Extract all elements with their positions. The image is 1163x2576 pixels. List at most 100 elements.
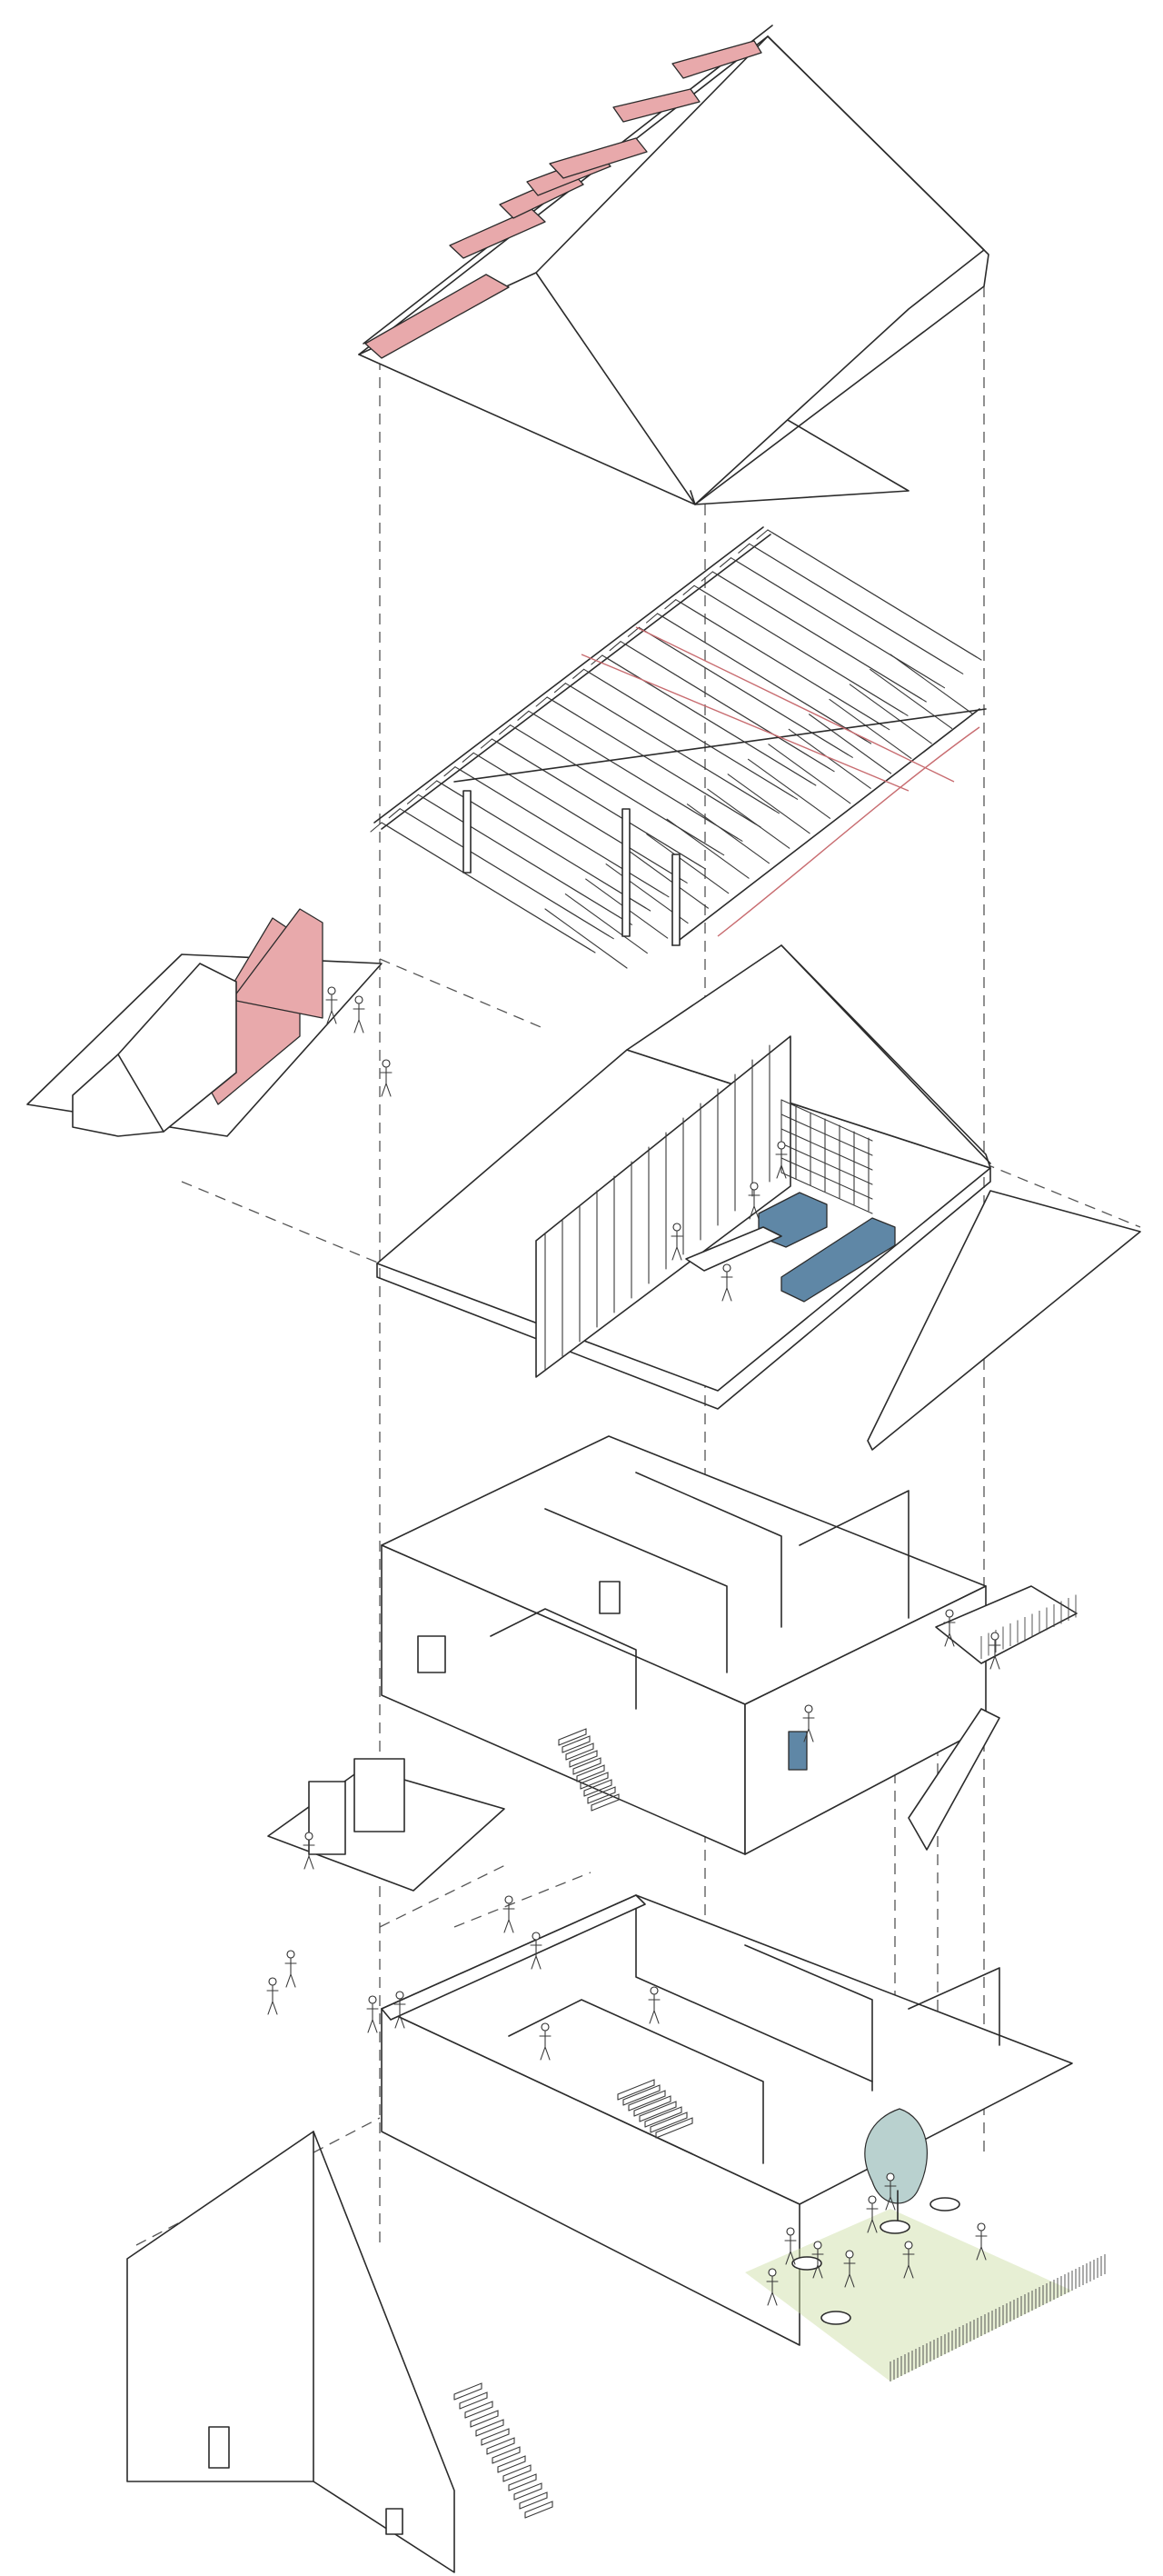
rafter (642, 629, 853, 758)
skylight-2 (449, 208, 546, 259)
person-body (266, 1984, 279, 2015)
stair-step (565, 1742, 594, 1761)
stair-step (580, 1772, 609, 1790)
first-floor-blue-block (788, 1731, 808, 1771)
kitchen-block-2 (780, 1217, 896, 1303)
person-body (721, 1271, 733, 1302)
garden-area (745, 2209, 1072, 2381)
person-body (989, 1639, 1001, 1670)
shelf-row (780, 1099, 873, 1142)
rafter-lower (727, 774, 810, 834)
rafter (441, 783, 651, 912)
rafter (680, 602, 890, 731)
rafter-stub (406, 794, 420, 804)
rafter (385, 824, 596, 954)
rafter-stub (646, 613, 659, 624)
pink-wall-2 (231, 908, 323, 1019)
stair-step (650, 2112, 688, 2133)
stair-step (591, 1793, 620, 1812)
stair-step (569, 1750, 598, 1768)
rafter-stub (701, 571, 713, 582)
stair-step (497, 2455, 526, 2473)
stair-step (576, 1764, 605, 1782)
stair-step (486, 2437, 515, 2455)
person-body (802, 1712, 815, 1742)
person-head (977, 2222, 986, 2232)
rafter-lower (747, 758, 831, 819)
person-head (868, 2195, 877, 2204)
stair-step (524, 2501, 553, 2519)
person-head (750, 1182, 759, 1191)
person-head (672, 1223, 681, 1232)
skylight-7 (671, 40, 762, 79)
rafter (551, 699, 761, 828)
person-body (353, 1003, 365, 1033)
person-head (268, 1977, 277, 1986)
stair-step (583, 1779, 612, 1797)
rafter-stub (499, 724, 512, 735)
roof-layer (358, 25, 989, 505)
rafter-lower (666, 818, 750, 879)
rafter-lower (707, 788, 790, 849)
stair-step (655, 2117, 693, 2139)
shelf-row (780, 1172, 873, 1214)
stair-step (481, 2428, 510, 2446)
person-head (327, 986, 336, 995)
person-head (368, 1995, 377, 2004)
ground-floor-layer (126, 1894, 1106, 2573)
rafter (606, 657, 817, 786)
rafter-stub (535, 696, 548, 707)
rafter (698, 587, 909, 716)
rafter-stub (462, 752, 474, 763)
person-body (671, 1230, 683, 1261)
stair-step (558, 1728, 587, 1746)
attic-floor-layer (26, 908, 1141, 1451)
person-head (845, 2250, 854, 2259)
person-head (813, 2241, 822, 2250)
rafter-lower (870, 668, 953, 730)
rafter-stub (627, 626, 640, 637)
stair-step (639, 2101, 677, 2122)
stair-step (572, 1757, 601, 1775)
rafter (588, 671, 799, 800)
person-body (393, 1998, 406, 2029)
rafter-lower (564, 893, 648, 954)
shelf-row (780, 1113, 873, 1156)
rafter (514, 727, 725, 856)
rafter-lower (809, 714, 892, 774)
stair-step (508, 2473, 537, 2491)
person-body (811, 2248, 824, 2279)
person-head (532, 1932, 541, 1941)
person-head (650, 1986, 659, 1995)
person-body (866, 2202, 879, 2233)
rafter (459, 769, 670, 898)
person-body (775, 1148, 788, 1179)
rafter-stub (443, 766, 456, 777)
person-body (539, 2030, 552, 2061)
person-body (648, 1993, 661, 2024)
stair-step (464, 2401, 493, 2419)
person-body (325, 993, 338, 1024)
people-figures (266, 986, 1001, 2306)
person-head (945, 1609, 954, 1618)
rafter-stub (517, 710, 530, 721)
person-head (286, 1950, 295, 1959)
roof-structure-layer (370, 526, 987, 969)
stair-step (475, 2419, 504, 2437)
rafter (661, 615, 872, 744)
person-body (303, 1839, 315, 1870)
shelf-row (780, 1157, 873, 1200)
person-head (886, 2172, 895, 2182)
rafter-lower (646, 834, 730, 894)
stair-step (633, 2095, 671, 2117)
first-floor-layer (267, 1435, 1078, 1892)
rafter-stub (480, 738, 492, 749)
stair-step (587, 1786, 616, 1804)
person-head (804, 1704, 813, 1713)
stair-step (459, 2391, 488, 2410)
rafter-stub (738, 543, 750, 554)
stair-step (453, 2382, 482, 2401)
rafter-stub (756, 529, 769, 540)
person-body (784, 2234, 797, 2265)
